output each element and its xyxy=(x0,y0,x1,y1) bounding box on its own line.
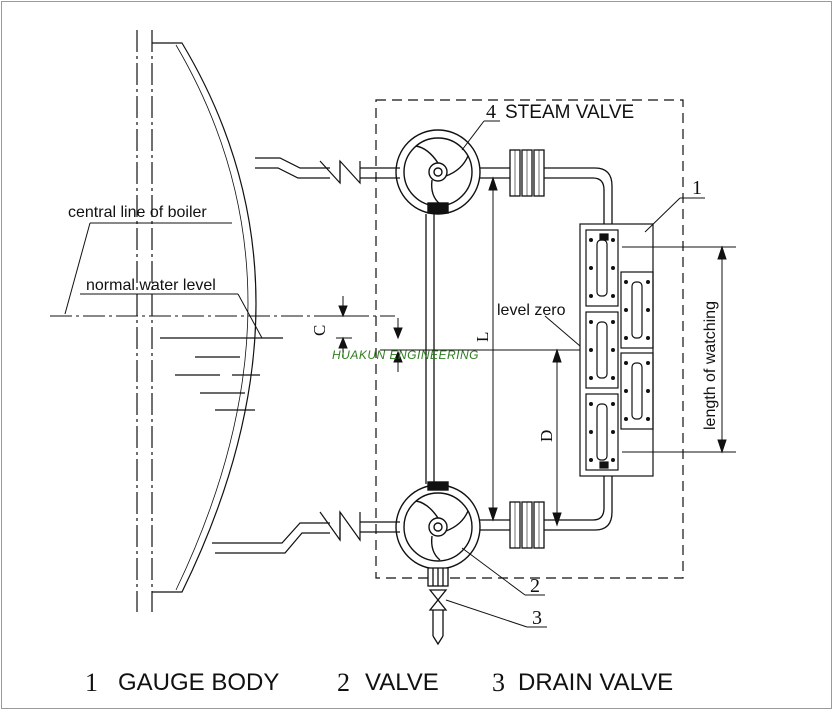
level-zero-line xyxy=(380,315,581,351)
legend-3-num: 3 xyxy=(492,668,505,697)
boiler-center-line xyxy=(50,222,395,317)
callout-3: 3 xyxy=(532,607,542,629)
upper-gauge-pipe xyxy=(480,149,613,225)
callout-leaders xyxy=(445,120,705,628)
legend: 1 GAUGE BODY 2 VALVE 3 DRAIN VALVE xyxy=(85,668,673,697)
central-line-label: central line of boiler xyxy=(68,204,207,221)
legend-3-text: DRAIN VALVE xyxy=(518,669,673,696)
length-of-watching-label: length of watching xyxy=(702,301,719,430)
lower-gauge-pipe xyxy=(480,470,613,549)
dim-d-label: D xyxy=(537,430,556,442)
callout-1: 1 xyxy=(692,177,702,199)
vertical-column xyxy=(425,214,435,484)
dim-c-label: C xyxy=(310,325,329,336)
dimension-length-of-watching xyxy=(622,245,736,454)
boiler-drum xyxy=(136,30,283,612)
normal-water-level-label: normal water level xyxy=(86,277,216,294)
dimension-small xyxy=(393,318,403,372)
legend-1-text: GAUGE BODY xyxy=(118,669,279,696)
callout-4: 4 xyxy=(486,101,496,123)
steam-valve-label: STEAM VALVE xyxy=(505,102,634,123)
drain-valve xyxy=(427,567,449,646)
callout-2: 2 xyxy=(530,575,540,597)
normal-water-level-leader xyxy=(80,293,263,339)
legend-1-num: 1 xyxy=(85,668,98,697)
lower-valve-handwheel xyxy=(395,481,481,570)
dimension-l xyxy=(482,176,500,522)
dimension-d xyxy=(552,348,562,527)
dim-l-label: L xyxy=(473,332,492,342)
watermark: HUAKUN ENGINEERING xyxy=(332,348,479,362)
lower-connection-pipe xyxy=(212,510,400,554)
gauge-body xyxy=(579,223,654,477)
upper-connection-pipe xyxy=(255,157,400,185)
legend-2-num: 2 xyxy=(337,668,350,697)
dimension-c xyxy=(336,296,352,358)
legend-2-text: VALVE xyxy=(365,669,439,696)
assembly-boundary xyxy=(375,99,684,579)
steam-valve-handwheel xyxy=(395,129,481,215)
level-zero-label: level zero xyxy=(497,302,566,319)
